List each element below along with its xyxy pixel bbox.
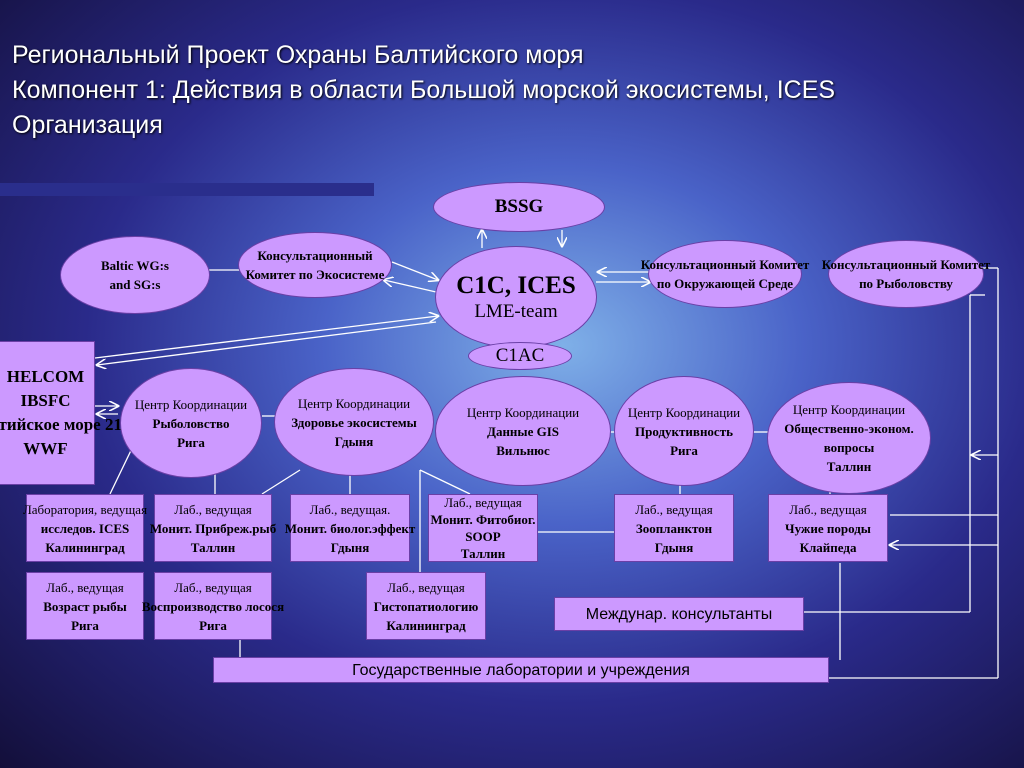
lab-salmon-box: Лаб., ведущая Воспроизводство лосося Риг… [142, 572, 284, 640]
eco-committee-line-2: Комитет по Экосистеме [245, 267, 385, 282]
lab-research-line-3: Калининград [45, 539, 125, 555]
coord-gis-line-3: Вильнюс [496, 442, 550, 458]
coord-fishery-line-2: Рыболовство [152, 415, 230, 431]
helcom-line-1: HELCOM [6, 367, 85, 386]
lab-zooplankton-line-1: Лаб., ведущая [635, 501, 713, 517]
lab-histopathology-box: Лаб., ведущая Гистопатиологию Калинингра… [366, 572, 486, 640]
c1c-ices-node: C1C, ICES LME-team [435, 246, 597, 348]
lab-coastal-line-3: Таллин [190, 539, 236, 555]
coord-health-line-3: Гдыня [334, 433, 374, 449]
slide-title: Региональный Проект Охраны Балтийского м… [12, 38, 1012, 143]
intl-consultants-box: Междунар. консультанты [554, 597, 804, 631]
lab-phyto-line-1: Лаб., ведущая [444, 495, 522, 510]
lab-phyto-line-3: SOOP [465, 529, 501, 544]
bssg-label: BSSG [494, 196, 544, 217]
eco-committee-line-1: Консультационный [257, 248, 373, 263]
c1ac-label: C1AC [495, 345, 545, 366]
title-line-1: Региональный Проект Охраны Балтийского м… [12, 41, 584, 69]
c1c-line-2: LME-team [474, 301, 558, 322]
coord-productivity-line-3: Рига [670, 442, 698, 458]
fish-committee-line-2: по Рыболовству [859, 276, 953, 291]
lab-research-line-2: исследов. ICES [40, 520, 130, 536]
baltic-wg-line-1: Baltic WG:s [100, 258, 169, 273]
coord-socio-line-1: Центр Координации [792, 402, 906, 417]
env-committee-node: Консультационный Комитет по Окружающей С… [641, 240, 809, 308]
lab-coastal-line-1: Лаб., ведущая [174, 501, 252, 517]
lab-histo-line-1: Лаб., ведущая [387, 579, 465, 595]
lab-fishage-line-1: Лаб., ведущая [46, 579, 124, 595]
c1ac-node: C1AC [468, 342, 572, 370]
lab-fishage-line-3: Рига [71, 617, 99, 633]
helcom-line-4: WWF [23, 439, 68, 458]
lab-bioeffects-line-2: Монит. биолог.эффект [284, 520, 416, 536]
coord-fishery-node: Центр Координации Рыболовство Рига [120, 368, 262, 478]
lab-research-line-1: Лаборатория, ведущая [22, 501, 148, 517]
lab-alien-line-3: Клайпеда [799, 539, 857, 555]
c1c-line-1: C1C, ICES [456, 272, 576, 299]
intl-consultants-label: Междунар. консультанты [585, 605, 773, 623]
bssg-node: BSSG [433, 182, 605, 232]
coord-socio-line-2: Общественно-эконом. [784, 421, 914, 436]
coord-gis-line-2: Данные GIS [487, 423, 559, 439]
lab-salmon-line-3: Рига [199, 617, 227, 633]
lab-alien-line-1: Лаб., ведущая [789, 501, 867, 517]
coord-productivity-line-1: Центр Координации [627, 404, 741, 420]
coord-fishery-line-3: Рига [177, 434, 205, 450]
lab-zooplankton-line-3: Гдыня [654, 539, 694, 555]
lab-zooplankton-line-2: Зоопланктон [635, 520, 713, 536]
lab-phyto-line-4: Таллин [460, 546, 506, 561]
helcom-box: HELCOM IBSFC Балтийское море 21 WWF [0, 341, 122, 485]
eco-committee-node: Консультационный Комитет по Экосистеме [238, 232, 392, 298]
coord-gis-line-1: Центр Координации [466, 404, 580, 420]
lab-bioeffects-box: Лаб., ведущая. Монит. биолог.эффект Гдын… [285, 494, 415, 562]
lab-alien-line-2: Чужие породы [785, 520, 871, 536]
baltic-wg-node: Baltic WG:s and SG:s [60, 236, 210, 314]
state-labs-box: Государственные лаборатории и учреждения [213, 657, 829, 683]
env-committee-line-2: по Окружающей Среде [656, 276, 794, 291]
lab-bioeffects-line-1: Лаб., ведущая. [309, 501, 391, 517]
lab-fishage-line-2: Возраст рыбы [43, 598, 127, 614]
coord-health-line-1: Центр Координации [297, 395, 411, 411]
baltic-wg-line-2: and SG:s [109, 277, 161, 292]
lab-coastal-line-2: Монит. Прибреж.рыб [149, 520, 277, 536]
helcom-line-3: Балтийское море 21 [0, 415, 122, 434]
fish-committee-node: Консультационный Комитет по Рыболовству [822, 240, 990, 308]
coord-gis-node: Центр Координации Данные GIS Вильнюс [435, 376, 611, 486]
title-line-2: Компонент 1: Действия в области Большой … [12, 76, 836, 104]
coord-fishery-line-1: Центр Координации [134, 396, 248, 412]
lab-coastal-box: Лаб., ведущая Монит. Прибреж.рыб Таллин [150, 494, 276, 562]
lab-phyto-box: Лаб., ведущая Монит. Фитобиог. SOOP Талл… [428, 494, 538, 562]
helcom-line-2: IBSFC [20, 391, 71, 410]
lab-salmon-line-1: Лаб., ведущая [174, 579, 252, 595]
env-committee-line-1: Консультационный Комитет [640, 257, 810, 272]
coord-productivity-line-2: Продуктивность [635, 423, 733, 439]
coord-health-node: Центр Координации Здоровье экосистемы Гд… [274, 368, 434, 476]
lab-zooplankton-box: Лаб., ведущая Зоопланктон Гдыня [614, 494, 734, 562]
lab-histo-line-2: Гистопатиологию [373, 598, 479, 614]
title-underline-bar [0, 183, 374, 196]
lab-histo-line-3: Калининград [386, 617, 466, 633]
coord-productivity-node: Центр Координации Продуктивность Рига [614, 376, 754, 486]
coord-socio-line-4: Таллин [826, 459, 872, 474]
lab-salmon-line-2: Воспроизводство лосося [141, 598, 285, 614]
fish-committee-line-1: Консультационный Комитет [821, 257, 991, 272]
coord-socio-line-3: вопросы [823, 440, 875, 455]
lab-phyto-line-2: Монит. Фитобиог. [430, 512, 536, 527]
lab-bioeffects-line-3: Гдыня [330, 539, 370, 555]
lab-fish-age-box: Лаб., ведущая Возраст рыбы Рига [26, 572, 144, 640]
coord-health-line-2: Здоровье экосистемы [291, 414, 417, 430]
coord-socio-node: Центр Координации Общественно-эконом. во… [767, 382, 931, 494]
title-line-3: Организация [12, 111, 163, 139]
lab-alien-species-box: Лаб., ведущая Чужие породы Клайпеда [768, 494, 888, 562]
lab-research-box: Лаборатория, ведущая исследов. ICES Кали… [22, 494, 148, 562]
state-labs-label: Государственные лаборатории и учреждения [352, 661, 690, 679]
